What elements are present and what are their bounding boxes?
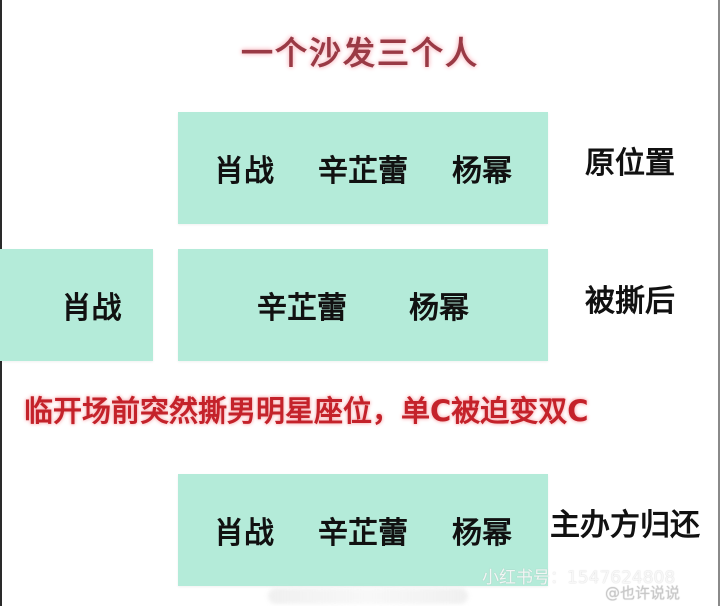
seat-name: 杨幂: [452, 154, 512, 189]
seat-name: 肖战: [214, 154, 274, 189]
weibo-watermark: @也许说说: [605, 584, 681, 602]
seat-name: 杨幂: [452, 516, 512, 551]
sofa-after-box: 辛芷蕾 杨幂: [178, 249, 548, 361]
xiaohongshu-watermark: 小红书号：1547624808: [482, 568, 676, 588]
sofa-restored-box: 肖战 辛芷蕾 杨幂: [178, 474, 548, 586]
row-label-after: 被撕后: [585, 284, 675, 319]
blurred-watermark: [268, 588, 468, 604]
seat-name: 辛芷蕾: [318, 516, 408, 551]
seat-name: 肖战: [61, 291, 122, 326]
row-label-original: 原位置: [585, 146, 675, 181]
removed-seat-box: 肖战: [0, 249, 153, 361]
seat-name: 辛芷蕾: [257, 291, 347, 326]
seat-name: 杨幂: [409, 291, 469, 326]
red-caption: 临开场前突然撕男明星座位，单C被迫变双C: [24, 394, 589, 428]
seat-name: 肖战: [214, 516, 274, 551]
row-label-restored: 主办方归还: [550, 508, 700, 543]
sofa-original-box: 肖战 辛芷蕾 杨幂: [178, 112, 548, 224]
seat-name: 辛芷蕾: [318, 154, 408, 189]
right-edge-line: [718, 0, 720, 606]
page-title: 一个沙发三个人: [240, 34, 479, 72]
